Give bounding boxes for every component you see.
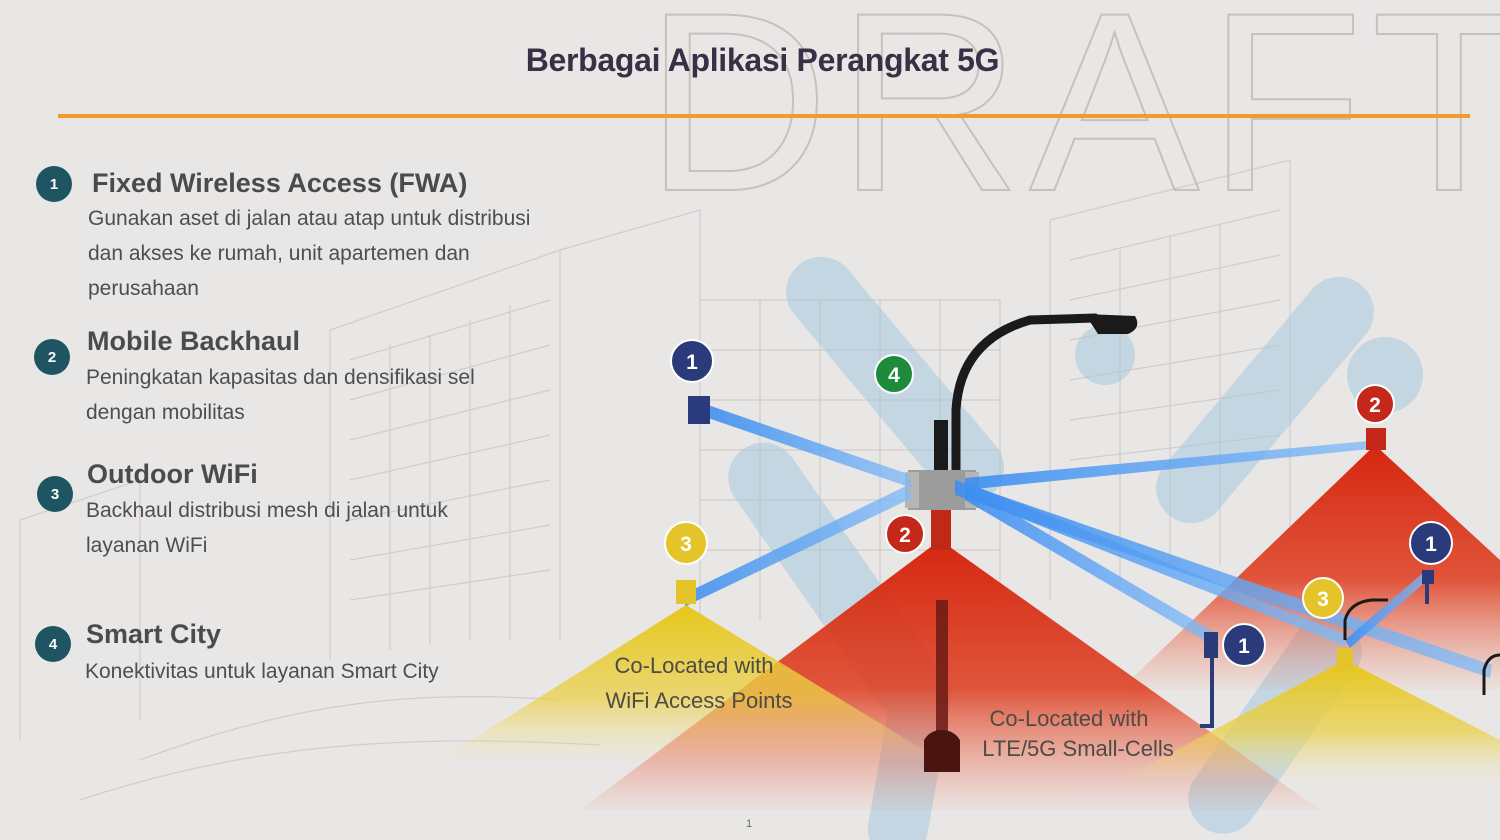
item-desc-fwa: Gunakan aset di jalan atau atap untuk di…: [88, 201, 530, 306]
marker-circle: [664, 521, 708, 565]
marker-circle: [1222, 623, 1266, 667]
svg-text:1: 1: [1425, 533, 1437, 556]
wifi-device-left: [676, 580, 696, 604]
marker-fwa-right-high: 1: [1409, 521, 1453, 565]
marker-circle: [1409, 521, 1453, 565]
page-title: Berbagai Aplikasi Perangkat 5G: [525, 42, 1000, 78]
label-small-cells: Co-Located with LTE/5G Small-Cells: [982, 706, 1174, 761]
street-light-pole: [924, 313, 1138, 772]
wireless-beams: [680, 405, 1492, 678]
svg-text:LTE/5G Small-Cells: LTE/5G Small-Cells: [982, 736, 1174, 761]
beam-wifi-right-to-fwa: [1345, 572, 1430, 648]
marker-fwa-right-low: 1: [1222, 623, 1266, 667]
draft-watermark: DRAFT: [645, 0, 1500, 245]
desc-line: dengan mobilitas: [86, 401, 245, 424]
item-desc-mobile-backhaul: Peningkatan kapasitas dan densifikasi se…: [86, 360, 475, 430]
wifi-right-coverage-cone: [1120, 660, 1500, 780]
beam-to-wifi-left: [680, 486, 912, 606]
marker-backhaul-right: 2: [1355, 384, 1395, 424]
beam-to-fwa-top-left: [708, 405, 912, 488]
item-number-badge-2: 2: [34, 339, 70, 375]
item-title-outdoor-wifi: Outdoor WiFi: [87, 459, 258, 489]
fwa-device-top-left: [688, 396, 710, 424]
svg-text:2: 2: [1369, 394, 1381, 417]
small-street-light-right: [1337, 598, 1388, 670]
item-desc-smart-city: Konektivitas untuk layanan Smart City: [85, 654, 439, 689]
title-divider: [58, 114, 1470, 118]
svg-text:4: 4: [888, 364, 900, 387]
desc-line: layanan WiFi: [86, 534, 208, 557]
marker-fwa-top-left: 1: [670, 339, 714, 383]
desc-line: Gunakan aset di jalan atau atap untuk di…: [88, 207, 531, 230]
marker-circle: [670, 339, 714, 383]
item-title-fwa: Fixed Wireless Access (FWA): [92, 168, 468, 198]
item-title-mobile-backhaul: Mobile Backhaul: [87, 326, 301, 356]
marker-backhaul-center: 2: [885, 514, 925, 554]
svg-text:3: 3: [1317, 588, 1329, 611]
item-title-smart-city: Smart City: [86, 619, 222, 649]
backhaul-right-coverage-cone: [1120, 445, 1500, 690]
beam-to-fwa-right-low: [965, 485, 1214, 645]
fwa-device-right-high: [1422, 570, 1434, 604]
desc-line: perusahaan: [88, 277, 199, 300]
item-desc-outdoor-wifi: Backhaul distribusi mesh di jalan untuk …: [86, 493, 448, 563]
page-number: 1: [746, 818, 753, 830]
beam-to-far-right: [955, 480, 1492, 678]
fwa-device-right-low: [1200, 632, 1218, 728]
building-sketch-background: [19, 159, 1291, 801]
small-street-light-far-right: [1482, 653, 1500, 695]
svg-text:3: 3: [680, 533, 692, 556]
svg-text:Co-Located with: Co-Located with: [990, 706, 1149, 731]
item-number-badge-3: 3: [37, 476, 73, 512]
desc-line: dan akses ke rumah, unit apartemen dan: [88, 242, 470, 265]
svg-text:1: 1: [1238, 635, 1250, 658]
marker-circle: [885, 514, 925, 554]
svg-text:Co-Located with: Co-Located with: [615, 653, 774, 678]
wifi-left-coverage-cone: [440, 605, 940, 760]
marker-circle: [1355, 384, 1395, 424]
svg-text:WiFi Access Points: WiFi Access Points: [605, 688, 792, 713]
marker-circle: [874, 354, 914, 394]
label-wifi-access-points: Co-Located with WiFi Access Points: [605, 653, 792, 713]
marker-circle: [1302, 577, 1344, 619]
beam-to-backhaul-right: [965, 440, 1380, 490]
svg-text:1: 1: [686, 351, 698, 374]
marker-wifi-right: 3: [1302, 577, 1344, 619]
marker-smartcity: 4: [874, 354, 914, 394]
marker-wifi-left: 3: [664, 521, 708, 565]
item-number-badge-4: 4: [35, 626, 71, 662]
backhaul-device-right: [1366, 428, 1386, 450]
item-number-badge-1: 1: [36, 166, 72, 202]
desc-line: Peningkatan kapasitas dan densifikasi se…: [86, 366, 475, 389]
svg-text:2: 2: [899, 524, 911, 547]
desc-line: Konektivitas untuk layanan Smart City: [85, 660, 439, 683]
desc-line: Backhaul distribusi mesh di jalan untuk: [86, 499, 448, 522]
